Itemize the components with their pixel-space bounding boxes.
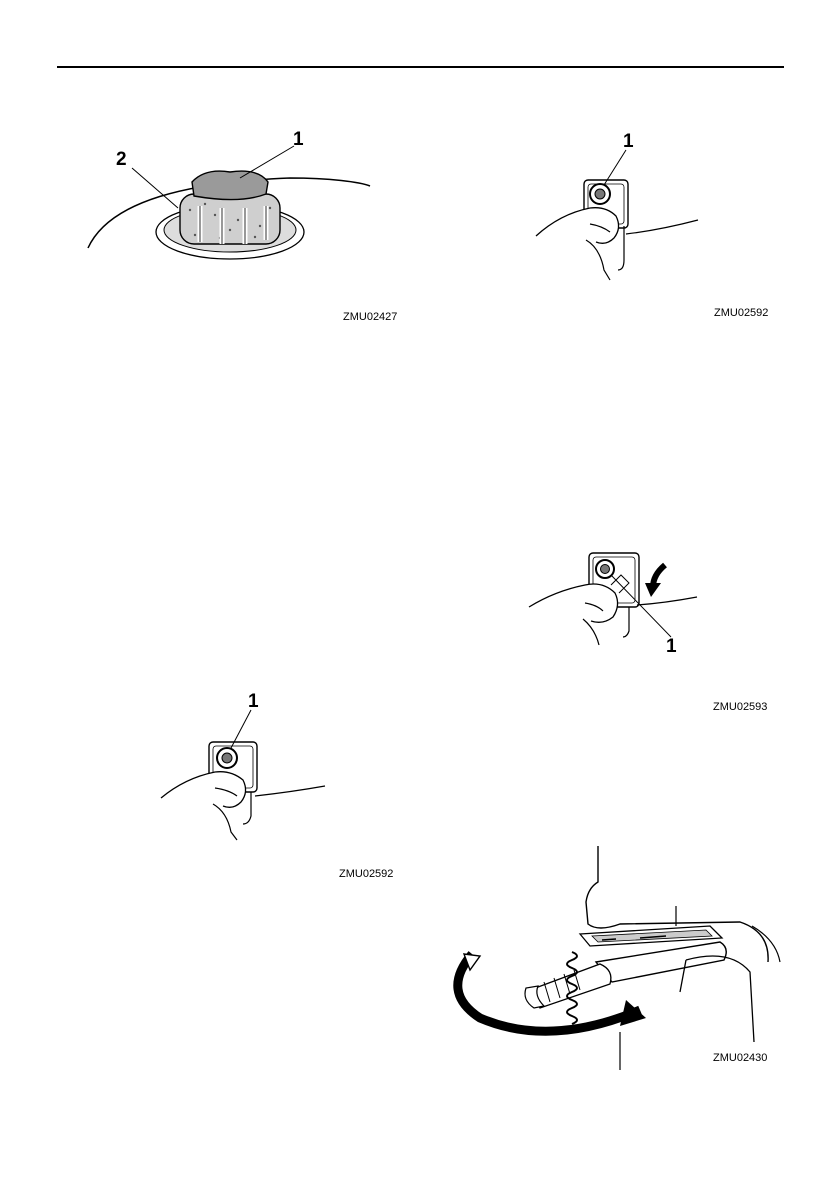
figure-code: ZMU02592 <box>714 308 768 319</box>
figure-tiller-rotation: ZMU02430 <box>440 842 785 1072</box>
callout-1: 1 <box>623 132 634 151</box>
callout-1: 1 <box>248 692 259 711</box>
figure-code: ZMU02427 <box>343 312 397 323</box>
header-rule <box>57 66 784 68</box>
callout-2: 2 <box>116 150 127 169</box>
figure-knob-arrow: 1 ZMU02593 <box>525 545 780 715</box>
tiller-illustration <box>440 842 785 1072</box>
figure-code: ZMU02593 <box>713 702 767 713</box>
knob-hand-illustration <box>155 692 405 892</box>
figure-knob-bottom: 1 ZMU02592 <box>155 692 405 892</box>
figure-code: ZMU02430 <box>713 1053 767 1064</box>
knob-hand-illustration <box>530 130 780 330</box>
callout-1: 1 <box>666 637 677 656</box>
figure-code: ZMU02592 <box>339 869 393 880</box>
fuel-cap-illustration <box>80 120 400 330</box>
figure-fuel-cap: 1 2 ZMU02427 <box>80 120 400 330</box>
figure-knob-top: 1 ZMU02592 <box>530 130 780 330</box>
callout-1: 1 <box>293 130 304 149</box>
knob-turn-illustration <box>525 545 780 715</box>
